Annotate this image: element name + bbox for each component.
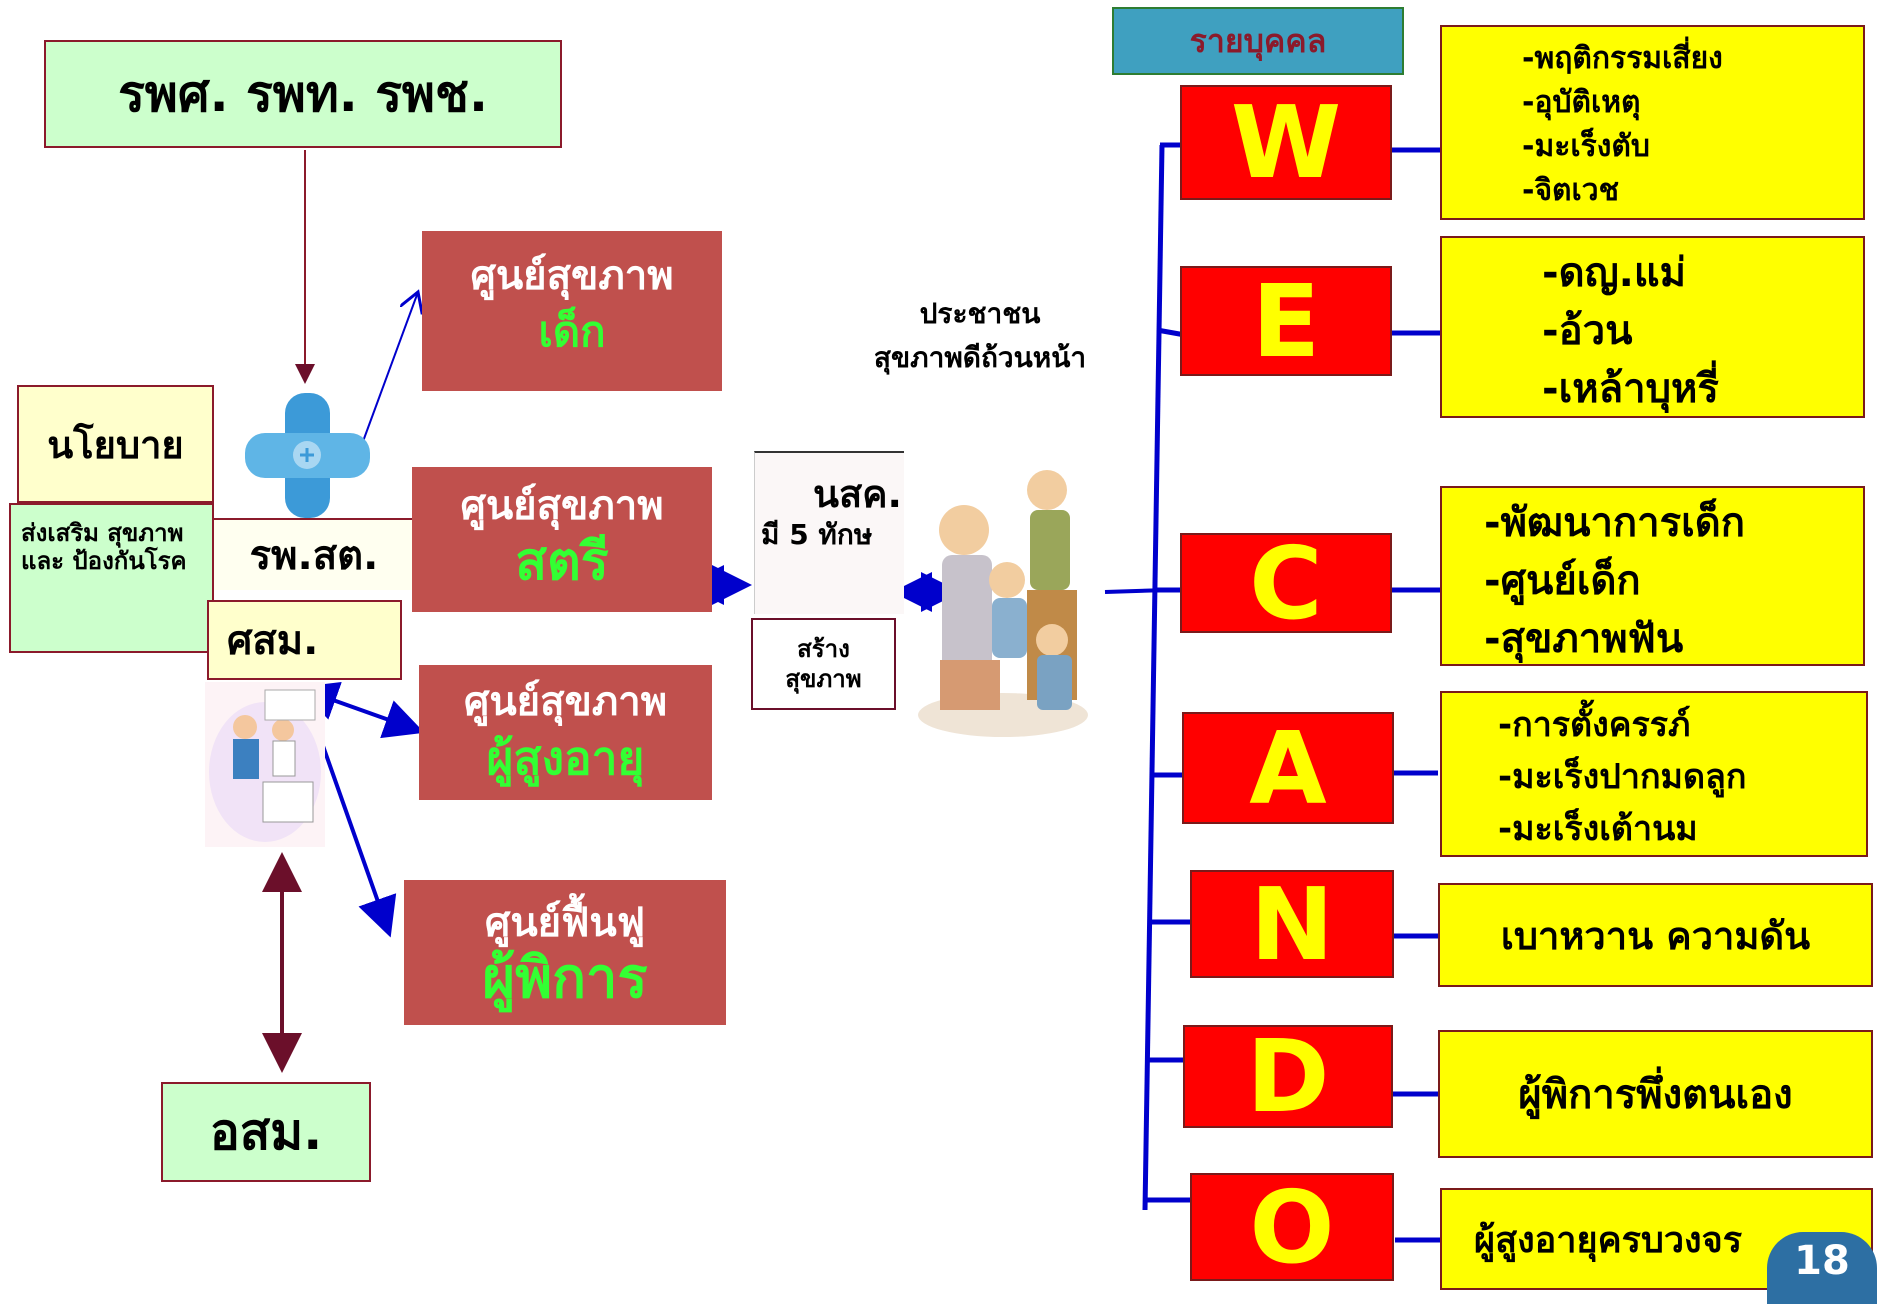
policy-box: นโยบาย xyxy=(17,385,214,503)
center-title: ศูนย์สุขภาพ xyxy=(470,253,674,299)
o-item: ผู้สูงอายุครบวงจร xyxy=(1474,1219,1743,1261)
letter-box-n: N xyxy=(1190,866,1394,983)
osm-box: อสม. xyxy=(161,1082,371,1182)
people-text: ประชาชน สุขภาพดีถ้วนหน้า xyxy=(820,292,1140,380)
page-number: 18 xyxy=(1794,1238,1850,1284)
hospitals-label: รพศ. รพท. รพช. xyxy=(118,64,488,123)
women-health-center: ศูนย์สุขภาพ สตรี xyxy=(412,467,712,612)
hospitals-box: รพศ. รพท. รพช. xyxy=(44,40,562,148)
e-items-box: -ดญ.แม่ -อ้วน -เหล้าบุหรี่ xyxy=(1440,236,1865,418)
c-item: -สุขภาพฟัน xyxy=(1484,616,1684,662)
n-items-box: เบาหวาน ความดัน xyxy=(1438,883,1873,987)
promotion-label: ส่งเสริม สุขภาพและ ป้องกันโรค xyxy=(21,519,187,575)
center-title: ศูนย์สุขภาพ xyxy=(463,679,668,725)
e-item: -เหล้าบุหรี่ xyxy=(1542,366,1719,412)
disabled-rehab-center: ศูนย์ฟื้นฟู ผู้พิการ xyxy=(404,880,726,1025)
w-item: -อุบัติเหตุ xyxy=(1522,85,1641,120)
individual-label-box: รายบุคคล xyxy=(1112,7,1404,75)
individual-label: รายบุคคล xyxy=(1189,21,1327,60)
a-items-box: -การตั้งครรภ์ -มะเร็งปากมดลูก -มะเร็งเต้… xyxy=(1440,691,1868,857)
clinic-plus-icon xyxy=(240,388,375,523)
letter-n: N xyxy=(1250,865,1334,983)
letter-box-c: C xyxy=(1180,525,1392,642)
nurse-subtitle: มี 5 ทักษ xyxy=(761,518,873,551)
page-number-badge: 18 xyxy=(1767,1232,1877,1304)
c-item: -พัฒนาการเด็ก xyxy=(1484,500,1745,546)
e-item: -ดญ.แม่ xyxy=(1542,250,1687,296)
letter-box-d: D xyxy=(1183,1018,1393,1135)
people-line1: ประชาชน xyxy=(919,297,1041,330)
rpst-label: รพ.สต. xyxy=(249,533,379,579)
c-item: -ศูนย์เด็ก xyxy=(1484,558,1641,604)
letter-box-w: W xyxy=(1180,84,1392,201)
promotion-box: ส่งเสริม สุขภาพและ ป้องกันโรค xyxy=(9,503,214,653)
letter-e: E xyxy=(1251,262,1321,380)
arrow-to-child-center xyxy=(357,292,418,456)
letter-a: A xyxy=(1249,709,1327,827)
w-items-box: -พฤติกรรมเสี่ยง -อุบัติเหตุ -มะเร็งตับ -… xyxy=(1440,25,1865,220)
policy-label: นโยบาย xyxy=(47,422,184,467)
c-items-box: -พัฒนาการเด็ก -ศูนย์เด็ก -สุขภาพฟัน xyxy=(1440,486,1865,666)
center-subtitle: ผู้พิการ xyxy=(482,946,648,1011)
bracket-vertical xyxy=(1142,144,1165,1211)
d-items-box: ผู้พิการพึ่งตนเอง xyxy=(1438,1030,1873,1158)
family-illustration xyxy=(912,460,1094,750)
health-center-illustration xyxy=(205,682,325,847)
nurse-title: นสค. xyxy=(812,472,902,516)
letter-o: O xyxy=(1249,1168,1335,1286)
letter-c: C xyxy=(1249,524,1323,642)
w-item: -มะเร็งตับ xyxy=(1522,129,1650,164)
shsm-box: ศสม. xyxy=(207,600,402,680)
letter-w: W xyxy=(1230,84,1342,201)
letter-d: D xyxy=(1246,1018,1330,1135)
center-title: ศูนย์สุขภาพ xyxy=(460,483,664,529)
shsm-label: ศสม. xyxy=(227,618,319,664)
letter-box-o: O xyxy=(1190,1169,1394,1286)
center-subtitle: ผู้สูงอายุ xyxy=(486,731,645,785)
a-item: -มะเร็งปากมดลูก xyxy=(1498,757,1747,797)
child-health-center: ศูนย์สุขภาพ เด็ก xyxy=(422,231,722,391)
w-item: -พฤติกรรมเสี่ยง xyxy=(1522,41,1723,76)
nurse-card: นสค. มี 5 ทักษ xyxy=(754,451,904,614)
e-item: -อ้วน xyxy=(1542,308,1633,354)
center-subtitle: เด็ก xyxy=(538,307,606,356)
w-item: -จิตเวช xyxy=(1522,173,1619,208)
n-item: เบาหวาน ความดัน xyxy=(1500,913,1811,958)
letter-box-e: E xyxy=(1180,263,1392,380)
nurse-caption: สร้าง สุขภาพ xyxy=(785,635,862,693)
people-line2: สุขภาพดีถ้วนหน้า xyxy=(873,341,1087,374)
letter-box-a: A xyxy=(1182,709,1394,827)
nurse-caption-box: สร้าง สุขภาพ xyxy=(751,618,896,710)
elderly-health-center: ศูนย์สุขภาพ ผู้สูงอายุ xyxy=(419,665,712,800)
center-title: ศูนย์ฟื้นฟู xyxy=(484,900,646,946)
a-item: -มะเร็งเต้านม xyxy=(1498,809,1698,849)
rpst-box: รพ.สต. xyxy=(214,518,414,590)
d-item: ผู้พิการพึ่งตนเอง xyxy=(1518,1072,1793,1118)
a-item: -การตั้งครรภ์ xyxy=(1498,705,1691,745)
osm-label: อสม. xyxy=(209,1102,323,1161)
center-subtitle: สตรี xyxy=(515,532,609,592)
